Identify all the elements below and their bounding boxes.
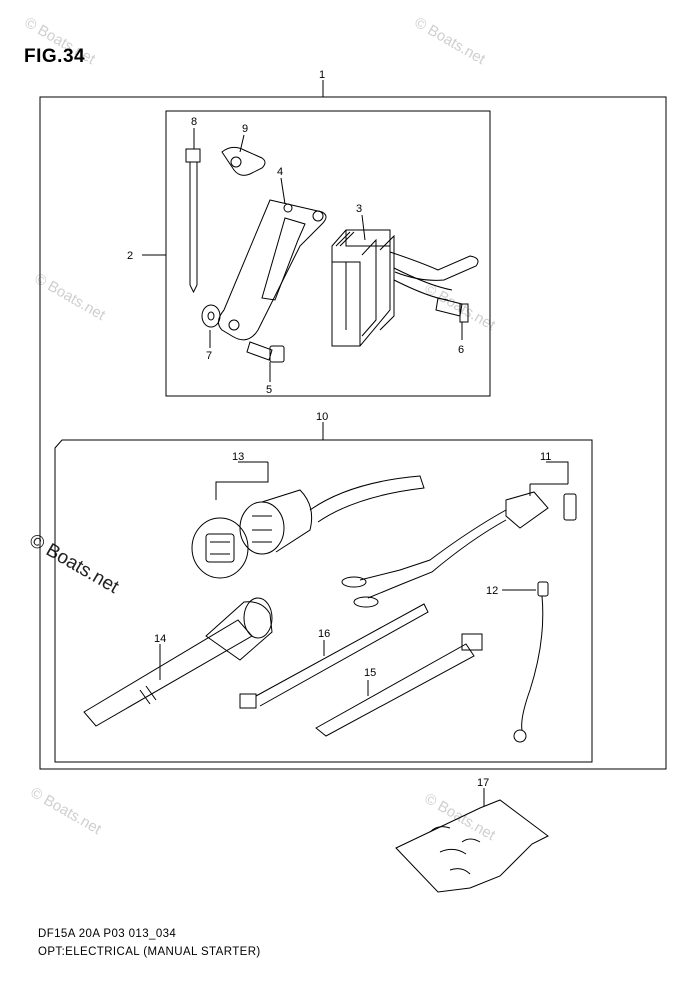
part-13-connector	[191, 461, 425, 579]
callout-4: 4	[277, 166, 283, 178]
callout-6: 6	[458, 344, 464, 356]
callout-13: 13	[232, 451, 244, 463]
part-11-fuse-harness	[341, 461, 577, 608]
callout-9: 9	[242, 123, 248, 135]
callout-11: 11	[540, 451, 551, 463]
callout-3: 3	[356, 203, 362, 215]
callout-16: 16	[318, 628, 330, 640]
callout-7: 7	[206, 350, 212, 362]
part-7-washer	[201, 304, 221, 348]
callout-1: 1	[319, 69, 325, 81]
part-12-ground-lead	[502, 581, 549, 743]
callout-2: 2	[127, 250, 133, 262]
part-15-cable-tie	[315, 633, 483, 737]
diagram-description: OPT:ELECTRICAL (MANUAL STARTER)	[38, 946, 261, 958]
part-16-cable-tie	[239, 603, 429, 709]
part-6-bolt	[435, 297, 469, 340]
part-5-bolt	[246, 341, 285, 382]
callout-12: 12	[486, 585, 498, 597]
callout-17: 17	[477, 777, 489, 789]
part-9-clamp	[221, 134, 266, 176]
part-4-bracket	[218, 177, 327, 341]
harness-kit-frame	[54, 439, 593, 763]
part-17-parts-bag	[395, 788, 549, 893]
diagram-code: DF15A 20A P03 013_034	[38, 928, 177, 940]
assembly-frame	[39, 96, 667, 770]
callout-8: 8	[191, 116, 197, 128]
part-8-cable-tie	[185, 128, 201, 294]
callout-14: 14	[154, 633, 166, 645]
callout-5: 5	[266, 384, 272, 396]
figure-title: FIG.34	[24, 46, 86, 67]
callout-10: 10	[316, 411, 328, 423]
callout-labels: 1 2 3 4 5 6 7 8 9 10 11 12 13 14 15 16 1…	[127, 69, 551, 789]
part-14-plug-lead	[83, 597, 273, 727]
callout-15: 15	[364, 667, 376, 679]
part-3-regulator	[331, 214, 479, 347]
regulator-kit-frame	[165, 110, 491, 397]
